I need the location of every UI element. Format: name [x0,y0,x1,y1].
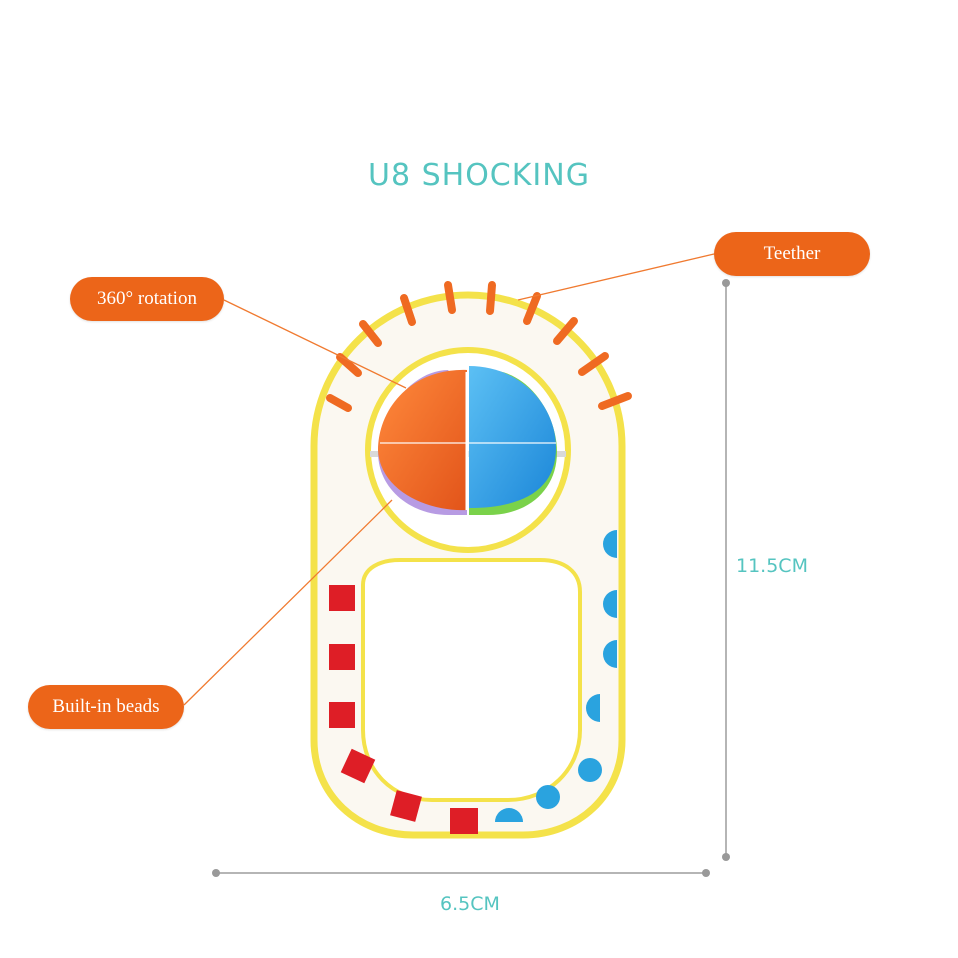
rattle-handle-opening [361,558,582,802]
height-label: 11.5CM [736,555,808,577]
teether-bristles [326,281,632,412]
blue-dots [495,530,617,822]
beads-callout: Built-in beads [28,685,184,729]
red-stripes [329,585,478,834]
height-dimension-line [722,279,730,861]
built-in-beads [378,366,557,515]
width-label: 6.5CM [440,893,500,915]
leader-lines [183,253,715,706]
product-title: U8 SHOCKING [368,158,590,193]
width-dimension-line [212,869,710,877]
rattle-toy [310,281,632,839]
teether-callout: Teether [714,232,870,276]
rotation-callout: 360° rotation [70,277,224,321]
